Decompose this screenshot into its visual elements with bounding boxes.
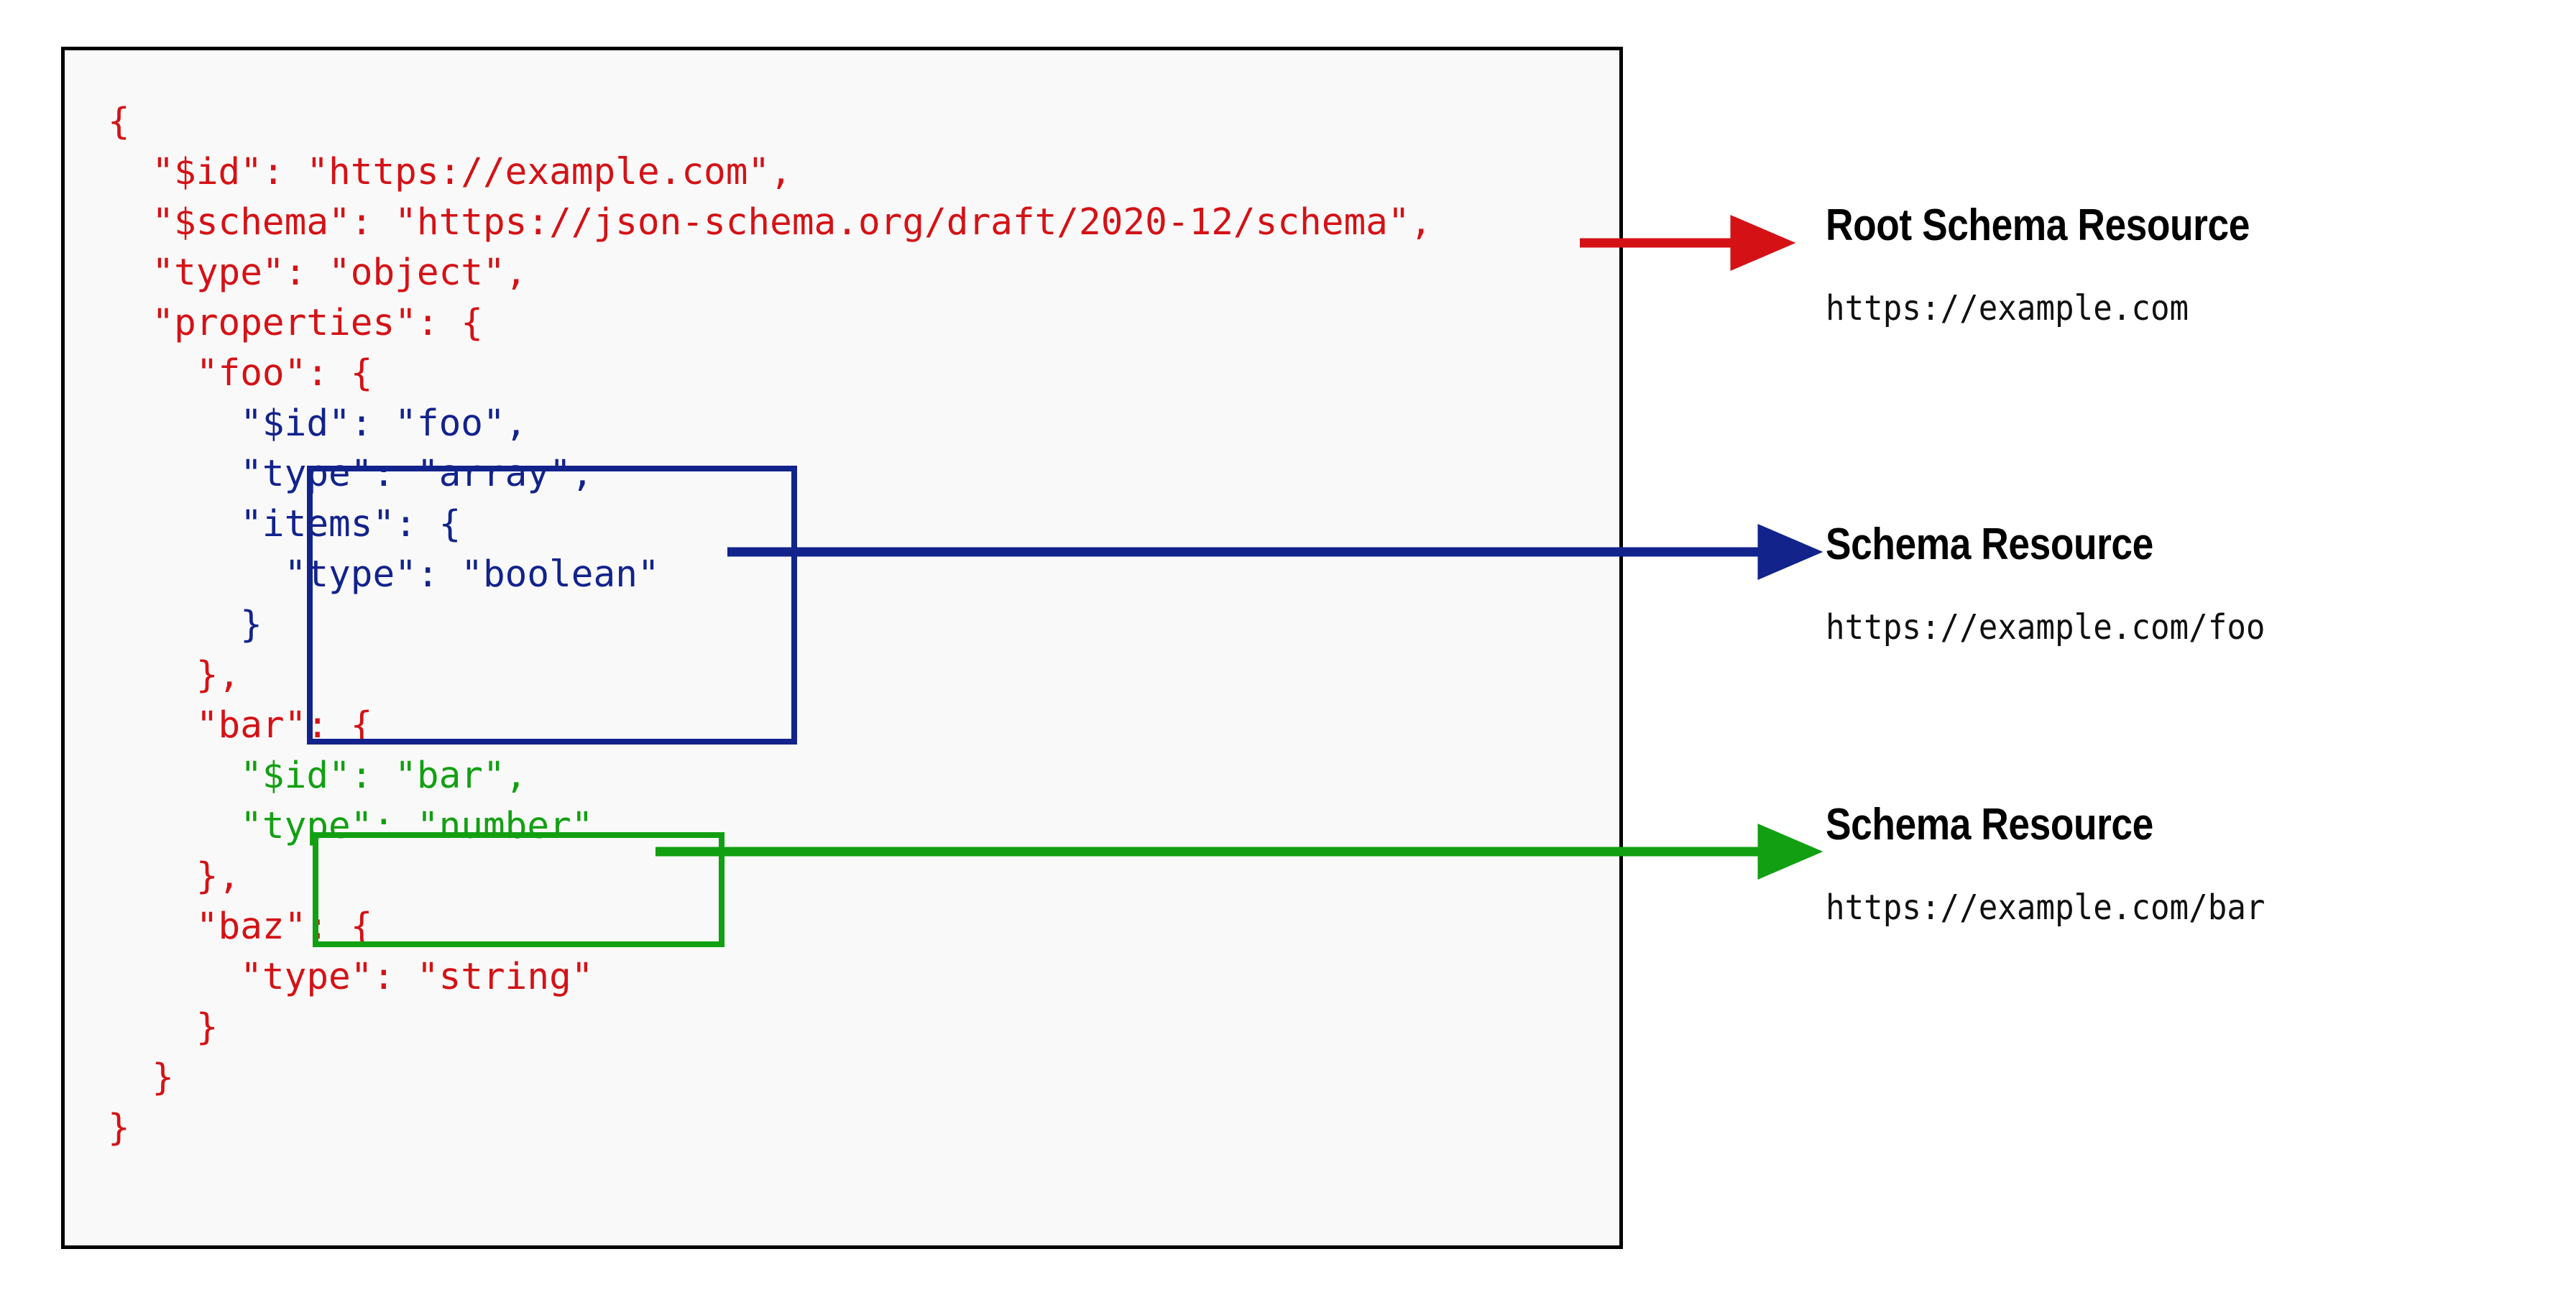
code-line: "baz": {: [108, 905, 373, 948]
code-line-foo-resource: "type": "boolean": [108, 553, 660, 596]
code-line: {: [108, 101, 130, 143]
highlight-box-bar-schema-resource: [313, 832, 724, 947]
code-line-foo-resource: "$id": "foo",: [108, 402, 528, 445]
code-line: "foo": {: [108, 352, 373, 395]
code-line: "$id": "https://example.com",: [108, 151, 792, 193]
annotation-url: https://example.com/bar: [1826, 888, 2266, 928]
code-line: "type": "object",: [108, 252, 528, 294]
annotation-bar-schema-resource: Schema Resource https://example.com/bar: [1826, 799, 2544, 928]
code-line: }: [108, 1006, 218, 1049]
annotation-title: Schema Resource: [1826, 520, 2153, 569]
code-line: "bar": {: [108, 704, 373, 747]
code-line: "properties": {: [108, 302, 483, 344]
code-line: "type": "string": [108, 956, 594, 998]
highlight-box-foo-schema-resource: [307, 466, 797, 745]
code-line-foo-resource: }: [108, 604, 262, 646]
annotation-root-schema-resource: Root Schema Resource https://example.com: [1826, 200, 2544, 329]
code-line: },: [108, 855, 241, 898]
code-line: "$schema": "https://json-schema.org/draf…: [108, 201, 1432, 244]
code-line-foo-resource: "type": "array",: [108, 453, 594, 495]
code-line: }: [108, 1107, 130, 1149]
annotation-title: Root Schema Resource: [1826, 201, 2250, 250]
annotation-foo-schema-resource: Schema Resource https://example.com/foo: [1826, 519, 2544, 648]
annotation-title: Schema Resource: [1826, 800, 2153, 849]
code-line-bar-resource: "type": "number": [108, 805, 594, 847]
code-line-bar-resource: "$id": "bar",: [108, 755, 528, 797]
json-code-panel: { "$id": "https://example.com", "$schema…: [61, 47, 1623, 1249]
annotation-url: https://example.com: [1826, 288, 2189, 328]
code-line: },: [108, 654, 241, 696]
json-code-listing: { "$id": "https://example.com", "$schema…: [108, 97, 1432, 1153]
code-line-foo-resource: "items": {: [108, 503, 461, 545]
annotation-url: https://example.com/foo: [1826, 607, 2266, 648]
code-line: }: [108, 1056, 175, 1099]
